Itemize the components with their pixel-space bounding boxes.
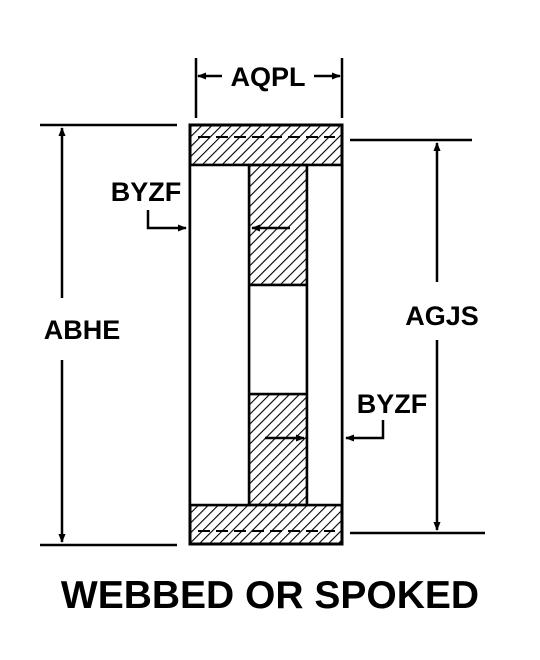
bore: [247, 283, 309, 396]
pulley-section: [188, 123, 344, 546]
cavity-left: [188, 163, 251, 507]
callout-web-right: BYZF: [265, 389, 428, 442]
label-web-callout-left: BYZF: [111, 177, 182, 207]
rim-bottom: [188, 503, 344, 546]
dimension-overall-diameter: ABHE: [40, 123, 177, 547]
label-web-callout-right: BYZF: [357, 389, 428, 419]
label-overall-diameter: ABHE: [44, 315, 121, 345]
web-lower: [247, 392, 309, 507]
diagram-caption: WEBBED OR SPOKED: [61, 574, 479, 617]
rim-top: [188, 123, 344, 167]
label-hub-diameter: AGJS: [405, 301, 479, 331]
dimension-top-width: AQPL: [194, 58, 344, 118]
web-upper: [247, 163, 309, 287]
cavity-right: [305, 163, 344, 507]
label-top-width: AQPL: [230, 62, 305, 92]
callout-web-left: BYZF: [111, 177, 290, 232]
dimension-hub-diameter: AGJS: [350, 138, 485, 535]
